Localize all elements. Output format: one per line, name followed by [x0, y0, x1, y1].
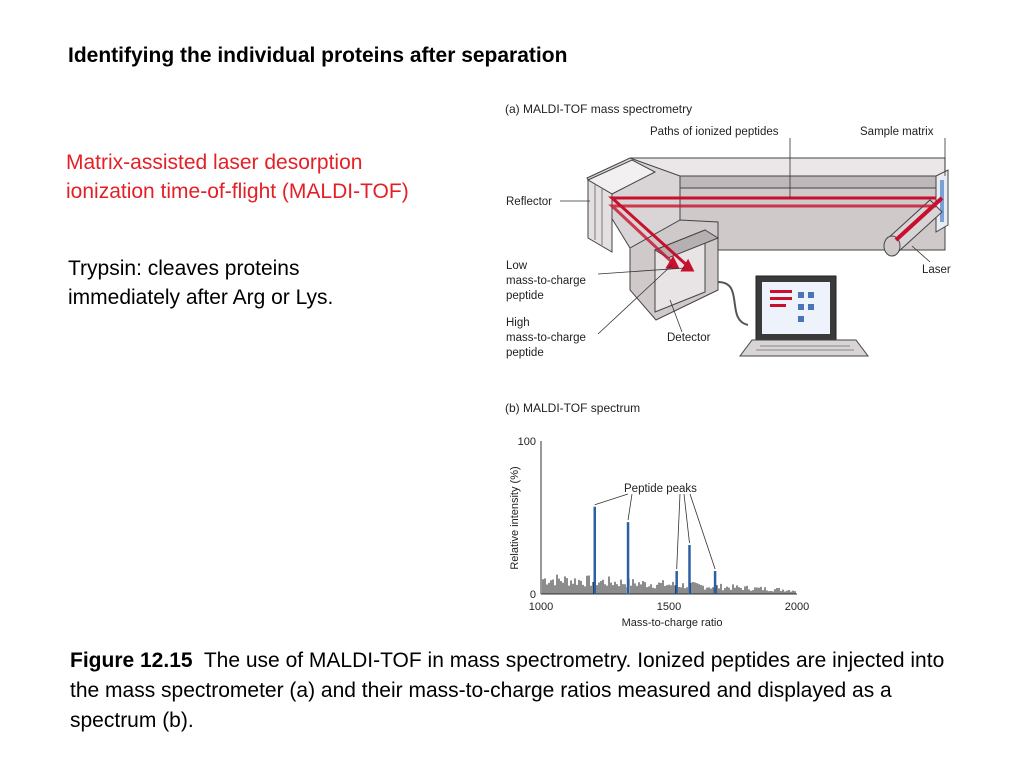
- axis-tick-labels: 1000 1500 2000 0 100: [518, 436, 810, 613]
- label-low-3: peptide: [506, 290, 544, 302]
- caption-label: Figure 12.15: [70, 649, 193, 672]
- trypsin-line-2: immediately after Arg or Lys.: [68, 286, 334, 309]
- maldi-line-2: ionization time-of-flight (MALDI-TOF): [66, 180, 409, 203]
- peak-leader-line: [594, 493, 629, 506]
- x-tick-label: 1500: [657, 601, 681, 613]
- trypsin-note: Trypsin: cleaves proteins immediately af…: [68, 254, 448, 312]
- label-high-1: High: [506, 317, 530, 329]
- ion-paths: [608, 196, 936, 272]
- peptide-peak-leaders: [594, 493, 716, 570]
- maldi-tof-diagram: (a) MALDI-TOF mass spectrometry: [505, 102, 951, 359]
- peptide-peaks: [593, 506, 717, 594]
- label-detector: Detector: [667, 332, 711, 344]
- x-axis-label: Mass-to-charge ratio: [622, 617, 723, 629]
- peptide-peaks-annotation: Peptide peaks: [624, 483, 697, 495]
- label-laser: Laser: [922, 264, 951, 276]
- reflector: [586, 159, 657, 253]
- peak-leader-line: [689, 493, 716, 570]
- y-tick-label: 0: [530, 589, 536, 601]
- label-reflector: Reflector: [506, 196, 552, 208]
- label-low-1: Low: [506, 260, 528, 272]
- y-tick-label: 100: [518, 436, 536, 448]
- trypsin-line-1: Trypsin: cleaves proteins: [68, 257, 300, 280]
- maldi-tof-definition: Matrix-assisted laser desorption ionizat…: [66, 148, 496, 206]
- peak-leader-line: [676, 493, 681, 570]
- slide-title: Identifying the individual proteins afte…: [68, 44, 568, 67]
- x-tick-label: 1000: [529, 601, 553, 613]
- peak-leader-line: [683, 493, 690, 544]
- maldi-line-1: Matrix-assisted laser desorption: [66, 151, 363, 174]
- label-paths: Paths of ionized peptides: [650, 126, 779, 138]
- peak-leader-line: [627, 493, 633, 521]
- label-high-3: peptide: [506, 347, 544, 359]
- maldi-tof-spectrum-chart: (b) MALDI-TOF spectrum Relative intensit…: [505, 401, 810, 629]
- caption-text: The use of MALDI-TOF in mass spectrometr…: [70, 649, 945, 732]
- figure-b-title: (b) MALDI-TOF spectrum: [505, 401, 640, 415]
- laptop-computer: [739, 275, 869, 357]
- spectrum-baseline-noise: [542, 574, 796, 594]
- figure-caption: Figure 12.15 The use of MALDI-TOF in mas…: [70, 646, 970, 736]
- x-tick-label: 2000: [785, 601, 809, 613]
- detector-cable: [717, 281, 749, 326]
- y-axis-label: Relative intensity (%): [509, 466, 521, 569]
- leader-high: [597, 264, 673, 335]
- label-high-2: mass-to-charge: [506, 332, 586, 344]
- label-sample-matrix: Sample matrix: [860, 126, 934, 138]
- leader-laser: [911, 245, 931, 263]
- label-low-2: mass-to-charge: [506, 275, 586, 287]
- figure-a-title: (a) MALDI-TOF mass spectrometry: [505, 102, 692, 116]
- leader-detector: [669, 299, 683, 333]
- leader-low: [597, 267, 686, 275]
